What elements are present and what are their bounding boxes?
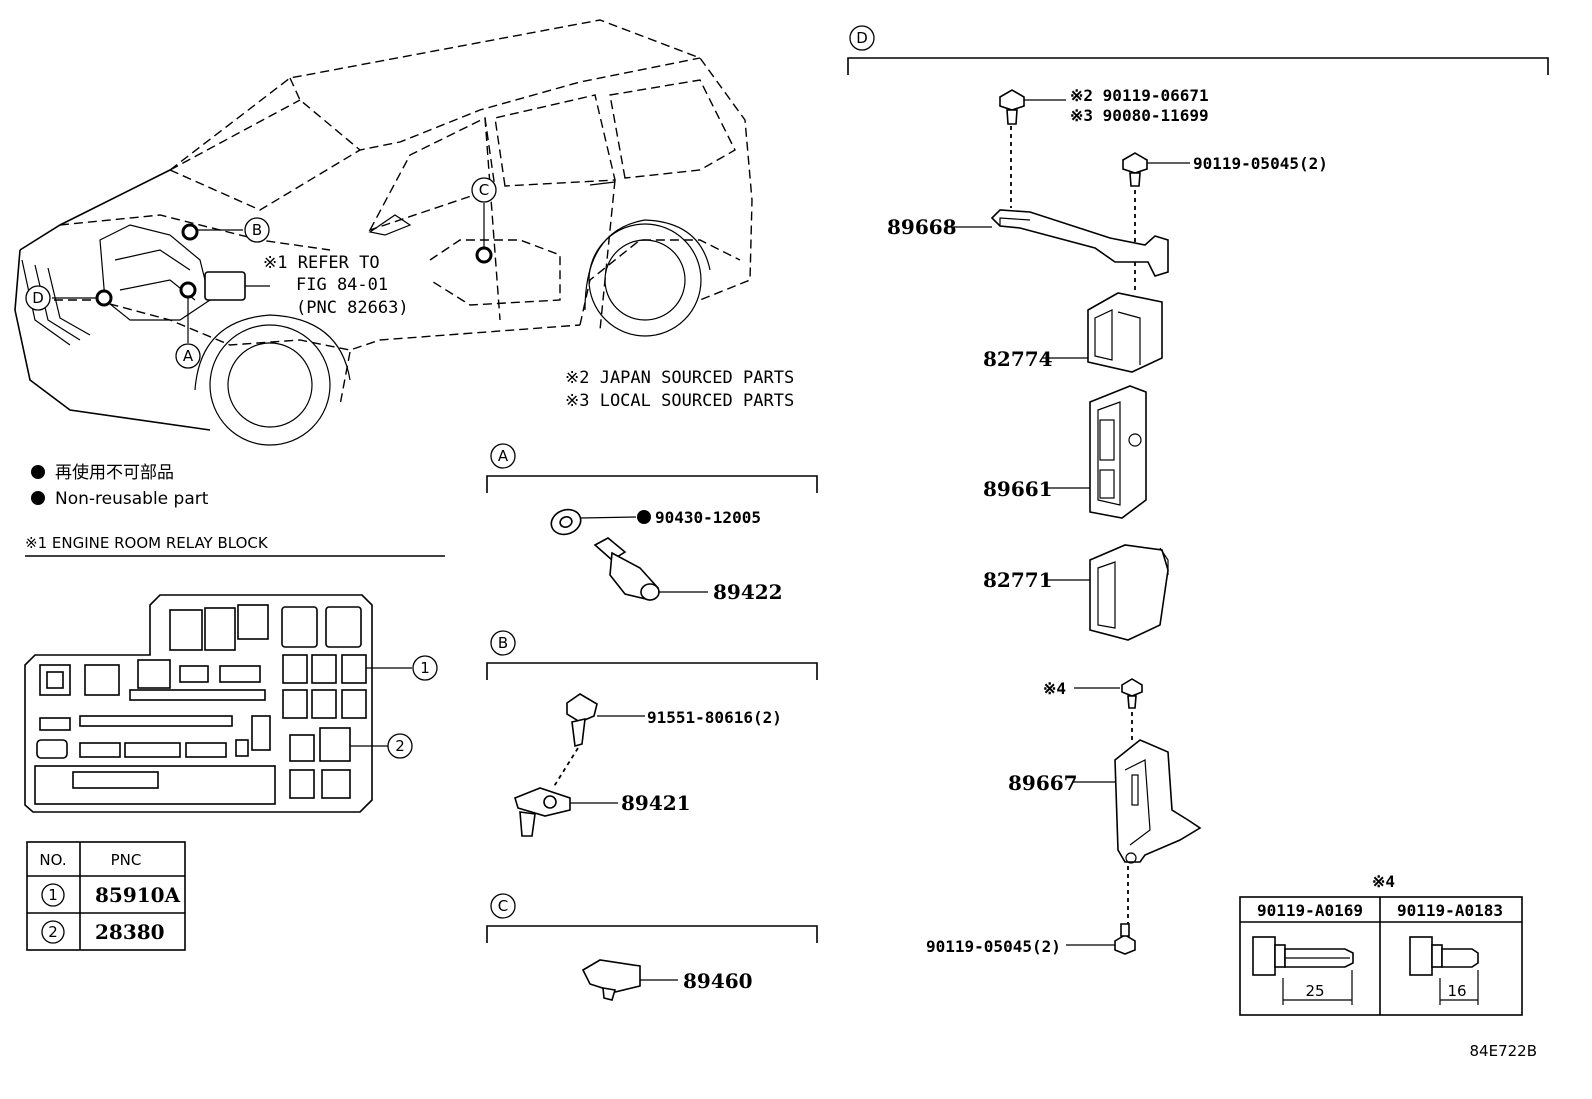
part-number-91551-80616: 91551-80616(2) <box>647 708 782 727</box>
table-row-no: 2 <box>48 923 58 941</box>
callout-a[interactable]: A <box>175 343 201 369</box>
non-reusable-dot-icon <box>31 491 45 505</box>
part-number-90119-05045-top: 90119-05045(2) <box>1193 154 1328 173</box>
part-number-89422: 89422 <box>713 580 783 604</box>
note4-marker: ※4 <box>1043 679 1066 698</box>
note4-table-title: ※4 <box>1372 872 1395 891</box>
relay-marker-2-label: 2 <box>395 737 405 755</box>
section-b-label: B <box>498 634 508 652</box>
part-number-89667: 89667 <box>1008 771 1078 795</box>
refer-note-line1: ※1 REFER TO <box>263 253 380 273</box>
part-number-89460: 89460 <box>683 969 753 993</box>
relay-block-title: ※1 ENGINE ROOM RELAY BLOCK <box>25 534 269 552</box>
part-number-90080-11699: ※3 90080-11699 <box>1070 106 1209 125</box>
table-header-no: NO. <box>39 851 66 869</box>
part-number-89661: 89661 <box>983 477 1053 501</box>
table-row: 1 85910A <box>41 883 181 907</box>
non-reusable-dot-icon <box>31 465 45 479</box>
section-b: B 91551-80616(2) 89421 <box>486 630 818 837</box>
figure-code: 84E722B <box>1470 1042 1538 1060</box>
table-row: 2 28380 <box>41 920 165 944</box>
relay-block-section: ※1 ENGINE ROOM RELAY BLOCK <box>24 534 445 813</box>
section-a-label: A <box>498 447 509 465</box>
callout-d[interactable]: D <box>25 285 51 311</box>
refer-note: ※1 REFER TO FIG 84-01 (PNC 82663) <box>263 253 409 318</box>
part-number-90430-12005: 90430-12005 <box>655 508 761 527</box>
relay-marker-1-label: 1 <box>420 659 430 677</box>
section-d-label: D <box>856 29 868 47</box>
callout-d-label: D <box>32 289 44 307</box>
callout-b-label: B <box>252 221 262 239</box>
vehicle-illustration <box>14 19 753 446</box>
relay-marker-1[interactable]: 1 <box>412 655 438 681</box>
part-number-89421: 89421 <box>621 791 691 815</box>
callout-c-label: C <box>479 181 489 199</box>
part-number-82774: 82774 <box>983 347 1053 371</box>
callout-c[interactable]: C <box>471 177 497 203</box>
section-c-label: C <box>498 897 508 915</box>
note4-col2-header: 90119-A0183 <box>1397 901 1503 920</box>
vehicle-callouts: B D A C <box>25 177 497 369</box>
legend-english: Non-reusable part <box>55 489 209 509</box>
legend-japanese: 再使用不可部品 <box>55 462 174 483</box>
refer-note-line2: FIG 84-01 <box>296 275 388 295</box>
section-d: D ※2 90119-06671 ※3 90080-11699 90119-05… <box>847 25 1549 956</box>
table-header-pnc: PNC <box>111 851 142 869</box>
bolt-a0169-length: 25 <box>1305 982 1324 1000</box>
bolt-a0169-drawing: 25 <box>1252 936 1354 1005</box>
note4-col1-header: 90119-A0169 <box>1257 901 1363 920</box>
callout-a-label: A <box>183 347 194 365</box>
table-row-pnc: 28380 <box>95 920 165 944</box>
part-number-90119-05045-bottom: 90119-05045(2) <box>926 937 1061 956</box>
part-number-82771: 82771 <box>983 568 1053 592</box>
part-number-90119-06671: ※2 90119-06671 <box>1070 86 1209 105</box>
table-row-no: 1 <box>48 886 58 904</box>
bolt-a0183-drawing: 16 <box>1409 936 1479 1005</box>
note4-table: ※4 90119-A0169 90119-A0183 25 16 <box>1239 872 1523 1016</box>
section-c: C 89460 <box>486 893 818 1001</box>
pnc-table: NO. PNC 1 85910A 2 28380 <box>26 841 186 951</box>
table-row-pnc: 85910A <box>95 883 181 907</box>
non-reusable-dot-icon <box>637 510 651 524</box>
part-number-89668: 89668 <box>887 215 957 239</box>
japan-sourced-note: ※2 JAPAN SOURCED PARTS <box>565 368 794 388</box>
callout-b[interactable]: B <box>244 217 270 243</box>
relay-marker-2[interactable]: 2 <box>387 733 413 759</box>
refer-note-line3: (PNC 82663) <box>296 298 409 318</box>
bolt-a0183-length: 16 <box>1447 982 1466 1000</box>
local-sourced-note: ※3 LOCAL SOURCED PARTS <box>565 391 794 411</box>
section-a: A 90430-12005 89422 <box>486 443 818 604</box>
legend: 再使用不可部品 Non-reusable part <box>31 462 209 509</box>
